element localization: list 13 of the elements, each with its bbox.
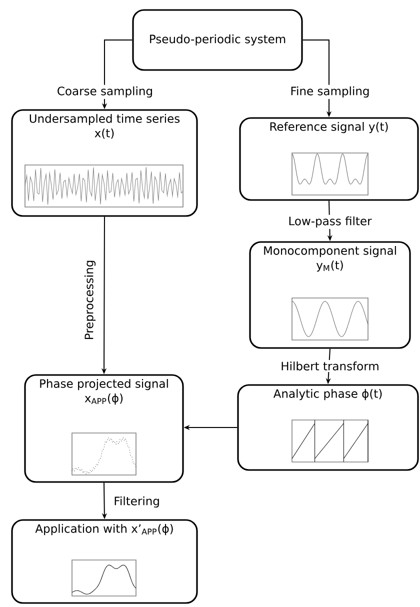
process-box: Analytic phase ϕ(t) (237, 384, 419, 471)
edge-label: Filtering (114, 496, 159, 508)
process-box: Phase projected signal x$_{APP}$(ϕ) (24, 374, 184, 483)
process-box: Monocomponent signal y$_{M}$(t) (249, 241, 411, 349)
edge-label: Low-pass filter (286, 214, 374, 230)
process-box: Application with x’$_{APP}$(ϕ) (11, 519, 198, 604)
edge-label: Hilbert transform (279, 360, 381, 372)
process-box: Undersampled time series x(t) (11, 109, 198, 217)
process-box: Reference signal y(t) (239, 117, 419, 201)
process-box: Pseudo-periodic system (132, 9, 303, 71)
edge-label: Coarse sampling (55, 84, 155, 100)
edge-label: Preprocessing (84, 260, 96, 339)
edge-label: Fine sampling (288, 84, 372, 100)
